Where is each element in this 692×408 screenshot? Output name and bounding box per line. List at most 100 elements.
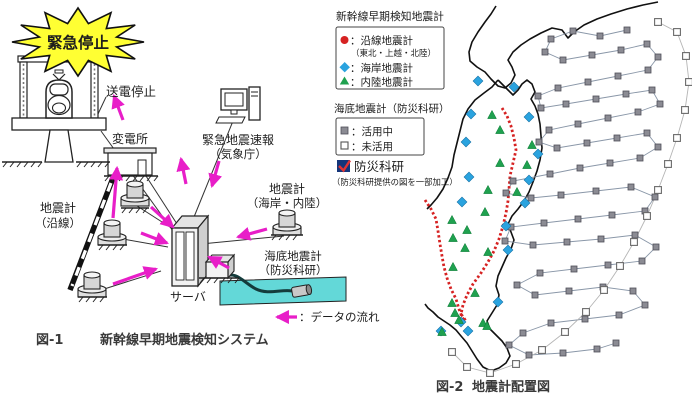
inland-seismometer-triangle [447, 297, 457, 307]
snet-active-square [509, 177, 517, 185]
snet-active-square [593, 345, 601, 353]
eew-computer [215, 86, 261, 124]
coast-seismometer-diamond [460, 136, 472, 148]
snet-active-square [614, 72, 622, 80]
data-flow-note: ：データの流れ [299, 310, 380, 324]
snet-active-square [606, 159, 614, 167]
snet-active-square [654, 143, 662, 151]
legend-item-wayside-sub: （東北・上越・北陸） [351, 48, 436, 59]
train-front [45, 69, 73, 119]
green-triangle-legend-icon [339, 76, 350, 85]
snet-active-square [574, 215, 582, 223]
snet-unused-square [512, 360, 520, 368]
snet-unused-square [448, 348, 456, 356]
inland-seismometer-triangle [495, 157, 505, 167]
coast-seismometer-label1: 地震計 [269, 181, 305, 196]
legend-item-active: ：活用中 [351, 125, 393, 138]
substation-label: 変電所 [112, 131, 148, 146]
snet-active-square [559, 349, 567, 357]
snet-active-square [525, 351, 533, 359]
snet-unused-square [561, 328, 569, 336]
inland-seismometer-triangle [448, 232, 458, 242]
snet-unused-square [582, 308, 590, 316]
blue-diamond-legend-icon [339, 61, 350, 73]
snet-active-square [629, 287, 637, 295]
snet-active-square [592, 187, 600, 195]
snet-unused-square [654, 186, 662, 194]
inland-seismometer-triangle [448, 261, 458, 271]
snet-active-square [554, 84, 562, 92]
snet-active-square [557, 191, 565, 199]
snet-active-square [648, 86, 656, 94]
shinkansen-route-line [459, 107, 518, 322]
snet-unused-square [673, 134, 681, 142]
gray-square-legend-icon [340, 126, 349, 135]
snet-active-square [559, 56, 567, 64]
snet-active-square [627, 183, 635, 191]
snet-active-square [576, 164, 584, 172]
inland-seismometer-triangle [527, 139, 537, 149]
coastline-honshu-east [424, 79, 543, 372]
eew-label-line1: 緊急地震速報 [202, 132, 274, 147]
coastline [424, 1, 659, 372]
snet-active-square [505, 341, 513, 349]
snet-active-square [622, 90, 630, 98]
snet-active-square [604, 114, 612, 122]
snet-active-square [545, 126, 553, 134]
nied-name: 防災科研 [354, 159, 404, 174]
coast-seismometer-diamond [472, 75, 484, 87]
snet-active-square [513, 281, 521, 289]
snet-active-square [547, 319, 555, 327]
shinkansen-route-line [423, 199, 466, 321]
legend-seabed-title: 海底地震計（防災科研） [334, 102, 450, 115]
coast-seismometer-diamond [456, 196, 468, 208]
snet-unused-square [630, 238, 638, 246]
power-stop-label: 送電停止 [106, 84, 156, 99]
wayside-seismometer-icon [120, 180, 150, 207]
coast-seismometer-diamond [463, 171, 475, 183]
snet-unused-square [616, 262, 624, 270]
snet-active-square [638, 257, 646, 265]
snet-unused-square [673, 28, 681, 36]
snet-active-square [634, 108, 642, 116]
snet-active-square [563, 238, 571, 246]
coast-seismometer-diamond [465, 108, 477, 120]
wayside-seismometer-icon [77, 271, 107, 298]
map-markers-layer [423, 18, 692, 377]
figure1-caption-number: 図-1 [36, 333, 63, 348]
inland-seismometer-triangle [470, 287, 480, 297]
coast-seismometer-icon [272, 209, 302, 236]
inland-seismometer-triangle [487, 109, 497, 119]
inland-seismometer-triangle [495, 124, 505, 134]
snet-active-square [547, 35, 555, 43]
inland-seismometer-triangle [447, 214, 457, 224]
snet-active-square [536, 269, 544, 277]
legend-shinkansen-box [335, 26, 445, 90]
coast-seismometer-diamond [519, 197, 531, 209]
snet-active-square [502, 189, 510, 197]
viaduct-and-train-illustration [11, 55, 107, 163]
coast-seismometer-diamond [492, 296, 504, 308]
legend-item-wayside: ：沿線地震計 [350, 34, 413, 47]
wayside-seismometer-icon [97, 219, 127, 246]
coastline-hokkaido [468, 1, 659, 89]
coastline-honshu-west [426, 79, 499, 210]
server-box [170, 214, 210, 288]
inland-seismometer-triangle [512, 186, 522, 196]
data-flow-arrows [109, 94, 297, 325]
figure2-caption-number: 図-2 [436, 380, 463, 395]
coast-seismometer-diamond [500, 220, 512, 232]
snet-active-square [527, 194, 535, 202]
snet-active-square [596, 32, 604, 40]
legend-seabed-box [335, 117, 425, 156]
inland-seismometer-triangle [482, 320, 492, 330]
inland-seismometer-triangle [522, 159, 532, 169]
snet-active-square [623, 26, 631, 34]
snet-active-square [584, 78, 592, 86]
legend-shinkansen-title: 新幹線早期検知地震計 [336, 9, 444, 23]
wayside-seismometer-label2: （沿線） [35, 216, 81, 230]
snet-unused-square [463, 363, 471, 371]
snet-unused-square [664, 160, 672, 168]
red-circle-legend-icon [340, 36, 349, 44]
